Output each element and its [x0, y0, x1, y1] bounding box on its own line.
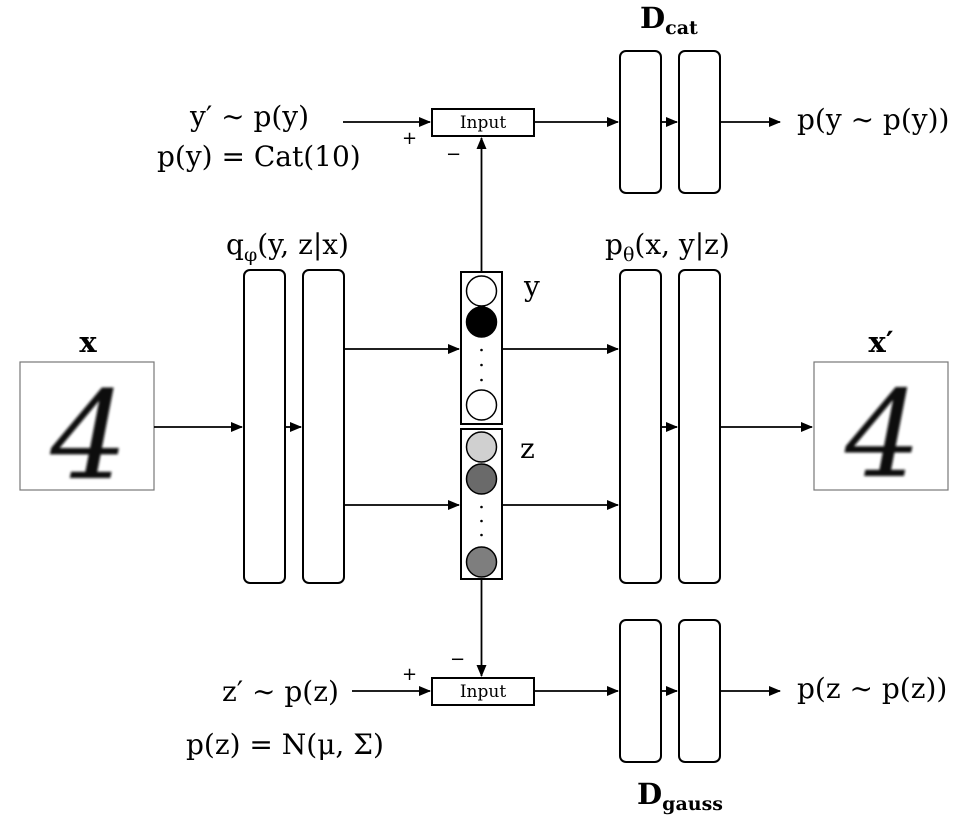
input-box-bottom — [431, 677, 535, 706]
plus-sign-bottom: + — [402, 664, 417, 685]
y-label: y — [523, 270, 540, 303]
input-box-top-label: Input — [460, 113, 506, 133]
d-gauss-output-label: p(z ∼ p(z)) — [797, 672, 947, 705]
input-box-bottom-label: Input — [460, 682, 506, 702]
y-node-2 — [465, 306, 498, 338]
y-prior-sample-label: y′ ∼ p(y) — [189, 100, 309, 133]
z-prior-dist-label: p(z) = N(μ, Σ) — [186, 728, 384, 761]
input-image-frame — [19, 361, 155, 491]
x-prime-label: x′ — [869, 325, 894, 359]
z-ellipsis — [480, 505, 483, 537]
d-cat-label: Dcat — [640, 1, 698, 39]
z-node-3 — [465, 546, 498, 578]
y-prior-dist-label: p(y) = Cat(10) — [157, 140, 361, 173]
z-label: z — [520, 432, 535, 465]
d-cat-layer-1 — [619, 50, 662, 194]
encoder-label: qφ(y, z|x) — [226, 228, 349, 266]
decoder-layer-1 — [619, 269, 662, 584]
decoder-label: pθ(x, y|z) — [605, 228, 730, 266]
z-prior-sample-label: z′ ∼ p(z) — [222, 675, 339, 708]
encoder-layer-1 — [243, 269, 286, 584]
connection-arrows — [154, 117, 813, 696]
output-digit-image: 4 — [844, 366, 921, 505]
z-node-1 — [465, 431, 498, 463]
decoder-layer-2 — [678, 269, 721, 584]
d-cat-output-label: p(y ∼ p(y)) — [797, 103, 949, 136]
minus-sign-top: − — [446, 144, 461, 165]
plus-sign-top: + — [402, 128, 417, 149]
encoder-layer-2 — [302, 269, 345, 584]
d-gauss-layer-1 — [619, 619, 662, 763]
x-label: x — [79, 325, 97, 359]
y-ellipsis — [480, 348, 483, 382]
d-gauss-label: Dgauss — [637, 777, 723, 815]
d-gauss-layer-2 — [678, 619, 721, 763]
y-node-3 — [465, 389, 498, 421]
y-node-1 — [465, 275, 498, 307]
z-node-2 — [465, 463, 498, 495]
input-box-top — [431, 108, 535, 137]
d-cat-layer-2 — [678, 50, 721, 194]
input-digit-image: 4 — [49, 365, 128, 507]
minus-sign-bottom: − — [450, 649, 465, 670]
output-image-frame — [813, 361, 949, 491]
